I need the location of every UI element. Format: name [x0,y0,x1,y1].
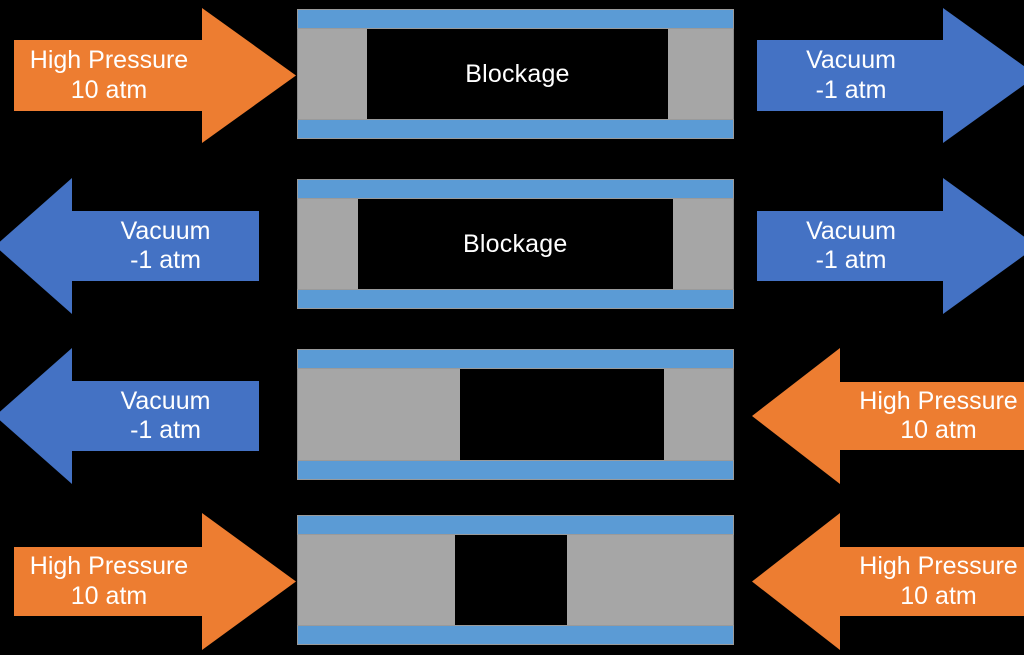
arrow-right-shape [757,8,1024,143]
pipe-wall-top [297,515,734,535]
pipe-wall-top [297,9,734,29]
pipe-wall-top [297,179,734,199]
row-4-left-arrow: High Pressure 10 atm [14,513,296,650]
row-2-pipe: Blockage [297,179,734,309]
pipe-bore [297,535,734,625]
row-1-left-arrow: High Pressure 10 atm [14,8,296,143]
pipe-wall-bottom [297,289,734,309]
row-1-blockage: Blockage [366,29,669,119]
pipe-bore [297,369,734,460]
row-2-right-arrow: Vacuum -1 atm [757,178,1024,314]
pipe-wall-bottom [297,119,734,139]
arrow-left-shape [0,178,259,314]
pipe-wall-bottom [297,460,734,480]
pipe-wall-bottom [297,625,734,645]
arrow-left-shape [752,348,1024,484]
row-4-blockage [455,535,568,625]
row-3-pipe [297,349,734,480]
arrow-left-shape [0,348,259,484]
blockage-label: Blockage [465,59,570,88]
row-4-pipe [297,515,734,645]
arrow-right-shape [14,8,296,143]
arrow-right-shape [757,178,1024,314]
arrow-right-shape [14,513,296,650]
pipe-bore: Blockage [297,199,734,289]
blockage-label: Blockage [463,229,568,258]
row-3-blockage [459,369,665,460]
row-3-left-arrow: Vacuum -1 atm [0,348,259,484]
row-4-right-arrow: High Pressure 10 atm [752,513,1024,650]
row-1-pipe: Blockage [297,9,734,139]
arrow-left-shape [752,513,1024,650]
pipe-wall-top [297,349,734,369]
pipe-bore: Blockage [297,29,734,119]
row-3-right-arrow: High Pressure 10 atm [752,348,1024,484]
row-2-left-arrow: Vacuum -1 atm [0,178,259,314]
row-1-right-arrow: Vacuum -1 atm [757,8,1024,143]
row-2-blockage: Blockage [358,199,673,289]
